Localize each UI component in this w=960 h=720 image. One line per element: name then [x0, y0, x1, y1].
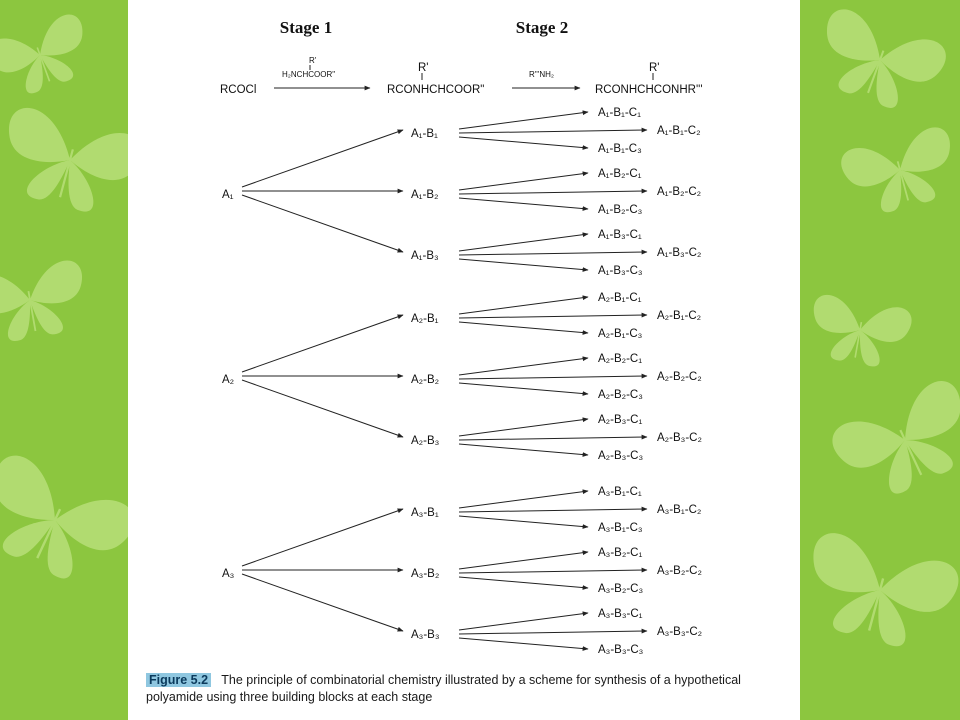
edge-b-to-c [458, 506, 648, 513]
node-c: A₂-B₁-C₃ [598, 328, 643, 340]
edge-b-to-c [458, 611, 589, 631]
node-a: A₂ [222, 374, 234, 386]
edge-b-to-c [458, 232, 589, 252]
edge-b-to-c [458, 171, 589, 191]
intermediate-side-chain: R' [418, 62, 429, 74]
node-c: A₁-B₁-C₃ [598, 143, 642, 155]
edge-b-to-c [458, 417, 589, 437]
combinatorial-scheme-diagram: Stage 1 Stage 2 RCOCl R' H₂NCHCOOR" R' R… [220, 18, 703, 656]
edge-b-to-c [458, 295, 589, 315]
node-a: A₁ [222, 189, 234, 201]
node-b: A₁-B₃ [411, 250, 439, 262]
node-b: A₃-B₂ [411, 568, 439, 580]
edge-a-to-b [241, 194, 404, 253]
node-c: A₃-B₁-C₁ [598, 486, 642, 498]
edge-b-to-c [458, 637, 589, 651]
butterfly-icon [0, 103, 146, 223]
node-b: A₁-B₁ [411, 128, 438, 140]
reactant-rcocl: RCOCl [220, 84, 256, 96]
edge-b-to-c [458, 356, 589, 376]
node-c: A₃-B₃-C₁ [598, 608, 643, 620]
figure-caption: Figure 5.2 The principle of combinatoria… [146, 672, 800, 706]
edge-a-to-b [241, 129, 404, 188]
intermediate-label: RCONHCHCOOR" [387, 84, 484, 96]
node-c: A₃-B₂-C₃ [598, 583, 643, 595]
edge-b-to-c [458, 321, 589, 335]
butterfly-icon [0, 449, 141, 598]
node-c: A₃-B₃-C₃ [598, 644, 644, 656]
edge-b-to-c [458, 550, 589, 570]
node-c: A₂-B₃-C₁ [598, 414, 642, 426]
node-c: A₂-B₂-C₂ [657, 371, 702, 383]
edge-b-to-c [458, 443, 589, 457]
reaction-scheme: RCOCl R' H₂NCHCOOR" R' RCONHCHCOOR" R'''… [220, 56, 703, 96]
edge-b-to-c [458, 127, 648, 134]
butterfly-icon [0, 258, 92, 348]
node-b: A₂-B₁ [411, 313, 439, 325]
node-c: A₁-B₂-C₂ [657, 186, 701, 198]
edge-b-to-c [458, 576, 589, 590]
butterfly-icon [795, 528, 960, 659]
figure-label: Figure 5.2 [146, 673, 212, 687]
butterfly-icon [837, 124, 960, 222]
edge-b-to-c [458, 136, 589, 150]
node-c: A₃-B₁-C₂ [657, 504, 701, 516]
node-c: A₃-B₃-C₂ [657, 626, 702, 638]
node-c: A₁-B₁-C₁ [598, 107, 641, 119]
edge-b-to-c [458, 188, 648, 195]
node-c: A₃-B₁-C₃ [598, 522, 643, 534]
edge-a-to-b [241, 573, 404, 632]
edge-a-to-b [241, 508, 404, 567]
node-c: A₂-B₃-C₂ [657, 432, 702, 444]
node-c: A₂-B₁-C₁ [598, 292, 642, 304]
edge-b-to-c [458, 628, 648, 635]
stage-1-heading: Stage 1 [280, 18, 332, 37]
node-c: A₁-B₃-C₂ [657, 247, 701, 259]
edge-b-to-c [458, 312, 648, 319]
edge-b-to-c [458, 373, 648, 380]
node-c: A₂-B₂-C₃ [598, 389, 643, 401]
edge-a-to-b [241, 379, 404, 438]
product-side-chain: R' [649, 62, 660, 74]
node-b: A₁-B₂ [411, 189, 439, 201]
node-c: A₂-B₃-C₃ [598, 450, 643, 462]
reagent2-label: R'''NH₂ [529, 70, 554, 79]
node-c: A₁-B₁-C₂ [657, 125, 701, 137]
node-c: A₃-B₂-C₁ [598, 547, 642, 559]
node-c: A₁-B₂-C₃ [598, 204, 643, 216]
reagent1-label: H₂NCHCOOR" [282, 70, 335, 79]
butterfly-icon [826, 375, 960, 511]
stage-2-heading: Stage 2 [516, 18, 568, 37]
node-b: A₂-B₃ [411, 435, 440, 447]
edge-b-to-c [458, 197, 589, 211]
product-label: RCONHCHCONHR''' [595, 84, 703, 96]
node-b: A₂-B₂ [411, 374, 439, 386]
combinatorial-tree: A₁ A₁-B₁ A₁-B₁-C₁ A₁-B₁-C₂ A₁-B₁-C₃ A₁-B₂ A₁-B… [222, 107, 702, 656]
node-c: A₁-B₃-C₃ [598, 265, 643, 277]
node-c: A₂-B₂-C₁ [598, 353, 642, 365]
node-a: A₃ [222, 568, 235, 580]
slide-content: Stage 1 Stage 2 RCOCl R' H₂NCHCOOR" R' R… [128, 0, 800, 720]
node-c: A₂-B₁-C₂ [657, 310, 701, 322]
edge-a-to-b [241, 314, 404, 373]
edge-b-to-c [458, 434, 648, 441]
reagent1-side-chain: R' [309, 56, 317, 65]
node-c: A₃-B₂-C₂ [657, 565, 702, 577]
edge-b-to-c [458, 249, 648, 256]
edge-b-to-c [458, 110, 589, 130]
butterfly-icon [805, 292, 914, 372]
butterfly-icon [0, 10, 98, 104]
node-b: A₃-B₁ [411, 507, 439, 519]
node-b: A₃-B₃ [411, 629, 440, 641]
edge-b-to-c [458, 382, 589, 396]
edge-b-to-c [458, 489, 589, 509]
node-c: A₁-B₂-C₁ [598, 168, 642, 180]
edge-b-to-c [458, 567, 648, 574]
butterfly-icon [807, 4, 951, 121]
node-c: A₁-B₃-C₁ [598, 229, 642, 241]
figure-caption-text: The principle of combinatorial chemistry… [146, 673, 741, 704]
edge-b-to-c [458, 258, 589, 272]
edge-b-to-c [458, 515, 589, 529]
